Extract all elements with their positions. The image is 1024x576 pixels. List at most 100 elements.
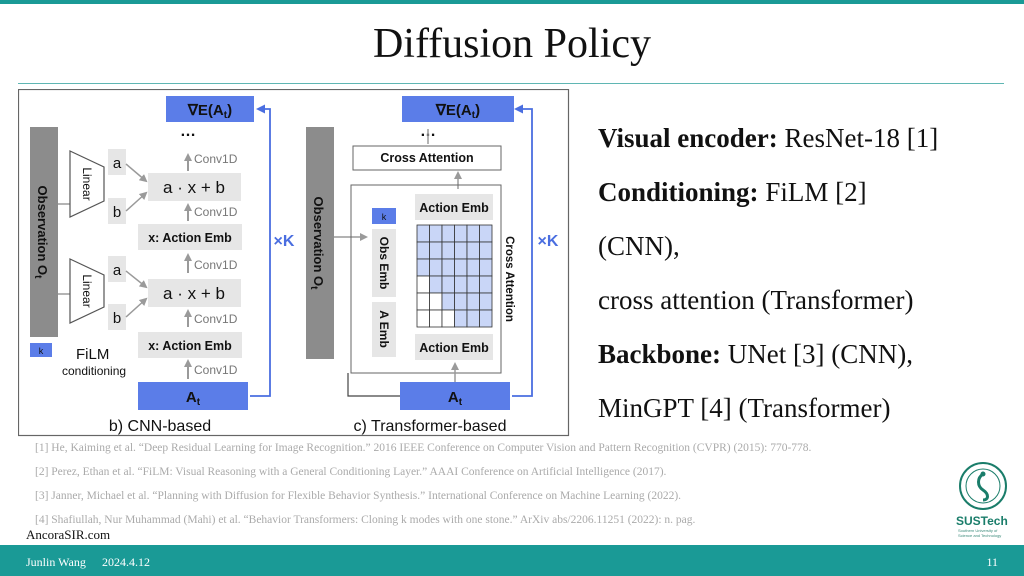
- bullet-conditioning: Conditioning: FiLM [2]: [598, 177, 867, 207]
- cnn-energy-box: [166, 96, 254, 122]
- watermark: AncoraSIR.com: [26, 527, 111, 542]
- reference-2: [2] Perez, Ethan et al. “FiLM: Visual Re…: [35, 466, 667, 478]
- cnn-affine-upper: [148, 173, 241, 201]
- svg-text:b: b: [113, 310, 121, 327]
- svg-text:a · x + b: a · x + b: [163, 284, 225, 303]
- svg-text:Obs Emb: Obs Emb: [377, 237, 391, 290]
- tf-energy-text: ∇E(At): [435, 102, 480, 121]
- top-accent-bar: [0, 0, 1024, 4]
- svg-text:a: a: [113, 155, 122, 172]
- attention-cell: [429, 241, 443, 260]
- cnn-at-box: [138, 382, 248, 410]
- title-divider: [18, 83, 1004, 84]
- attention-cell: [416, 258, 430, 277]
- attention-cell: [454, 224, 468, 243]
- cnn-a-upper: [108, 149, 126, 175]
- svg-text:b: b: [113, 204, 121, 221]
- attention-cell: [466, 241, 480, 260]
- cnn-conv1d-4: Conv1D: [194, 312, 238, 326]
- cnn-affine-lower: [148, 279, 241, 307]
- tf-action-emb-bottom: [415, 334, 493, 360]
- tf-block-frame: [350, 184, 502, 374]
- attention-cell: [479, 309, 493, 328]
- tf-cross-attention-side-label: Cross Attention: [503, 236, 515, 322]
- attention-cell: [466, 309, 480, 328]
- cnn-at-text: At: [186, 389, 201, 408]
- cnn-film-label: FiLM: [76, 346, 109, 363]
- attention-cell: [454, 292, 468, 311]
- cnn-caption: b) CNN-based: [109, 418, 211, 435]
- tf-obs-emb: [372, 229, 396, 297]
- tf-at-text: At: [448, 389, 463, 408]
- cnn-conv1d-2: Conv1D: [194, 205, 238, 219]
- logo-subtitle: Southern University of Science and Techn…: [958, 528, 1002, 538]
- attention-cell: [466, 275, 480, 294]
- logo-name: SUSTech: [956, 514, 1008, 528]
- cnn-b-upper: [108, 198, 126, 224]
- svg-text:x: Action Emb: x: Action Emb: [148, 231, 232, 245]
- cnn-action-emb-lower: [138, 332, 242, 358]
- attention-cell: [479, 275, 493, 294]
- cnn-linear-upper: [69, 150, 105, 218]
- svg-text:a: a: [113, 262, 122, 279]
- attention-cell: [429, 224, 443, 243]
- bullet-conditioning-transformer: cross attention (Transformer): [598, 285, 914, 315]
- attention-cell: [416, 275, 430, 294]
- cnn-a-lower: [108, 256, 126, 282]
- attention-cell: [466, 292, 480, 311]
- attention-cell: [466, 224, 480, 243]
- cnn-times-k: ×K: [274, 233, 295, 250]
- slide-title: Diffusion Policy: [372, 21, 652, 67]
- footer-date: 2024.4.12: [102, 555, 150, 569]
- attention-cell: [479, 292, 493, 311]
- attention-cell: [441, 241, 455, 260]
- cnn-b-lower: [108, 304, 126, 330]
- cnn-action-emb-upper: [138, 224, 242, 250]
- attention-cell: [416, 292, 430, 311]
- svg-text:k: k: [382, 212, 387, 222]
- attention-cell: [429, 258, 443, 277]
- attention-cell: [416, 224, 430, 243]
- references: [1] He, Kaiming et al. “Deep Residual Le…: [35, 441, 935, 537]
- svg-text:k: k: [39, 346, 44, 356]
- tf-a-emb: [372, 302, 396, 357]
- cnn-linear-upper-label: Linear: [80, 167, 94, 200]
- bullet-visual-encoder: Visual encoder: ResNet-18 [1]: [598, 123, 939, 153]
- diffusion-policy-figure: ∇E(At) … Observation Ot Linear a b a · x…: [18, 89, 570, 437]
- architecture-diagram: ∇E(At) … Observation Ot Linear a b a · x…: [18, 89, 570, 437]
- bullet-conditioning-cnn: (CNN),: [598, 231, 680, 261]
- tf-energy-box: [402, 96, 514, 122]
- attention-cell: [441, 309, 455, 328]
- attention-cell: [479, 241, 493, 260]
- cnn-energy-text: ∇E(At): [187, 102, 232, 121]
- cnn-observation-bar: [30, 127, 58, 337]
- cnn-linear-lower-label: Linear: [80, 274, 94, 307]
- attention-cell: [454, 241, 468, 260]
- sustech-logo: [955, 460, 1011, 540]
- tf-caption: c) Transformer-based: [354, 418, 507, 435]
- attention-cell: [429, 309, 443, 328]
- cnn-k-icon: [30, 343, 52, 357]
- tf-observation-label: Observation Ot: [308, 197, 326, 291]
- attention-cell: [441, 224, 455, 243]
- sustech-seal-icon: [959, 462, 1007, 510]
- bullet-backbone: Backbone: UNet [3] (CNN),: [598, 339, 913, 369]
- footer-bar: [0, 545, 1024, 576]
- cnn-ellipsis: …: [180, 123, 196, 140]
- attention-cell: [416, 241, 430, 260]
- reference-3: [3] Janner, Michael et al. “Planning wit…: [35, 490, 682, 502]
- tf-k-icon: [372, 208, 396, 224]
- attention-cell: [441, 292, 455, 311]
- svg-text:x: Action Emb: x: Action Emb: [148, 339, 232, 353]
- transformer-diagram: ∇E(At) … Cross Attention Observation Ot …: [306, 96, 559, 435]
- reference-4: [4] Shafiullah, Nur Muhammad (Mahi) et a…: [35, 514, 696, 526]
- cnn-conditioning-label: conditioning: [62, 364, 126, 378]
- tf-observation-bar: [306, 127, 334, 359]
- svg-text:Cross Attention: Cross Attention: [380, 151, 473, 165]
- key-points: Visual encoder: ResNet-18 [1] Conditioni…: [598, 111, 1008, 435]
- attention-cell: [454, 258, 468, 277]
- tf-at-box: [400, 382, 510, 410]
- tf-times-k: ×K: [538, 233, 559, 250]
- attention-cell: [429, 292, 443, 311]
- bullet-backbone-transformer: MinGPT [4] (Transformer): [598, 393, 891, 423]
